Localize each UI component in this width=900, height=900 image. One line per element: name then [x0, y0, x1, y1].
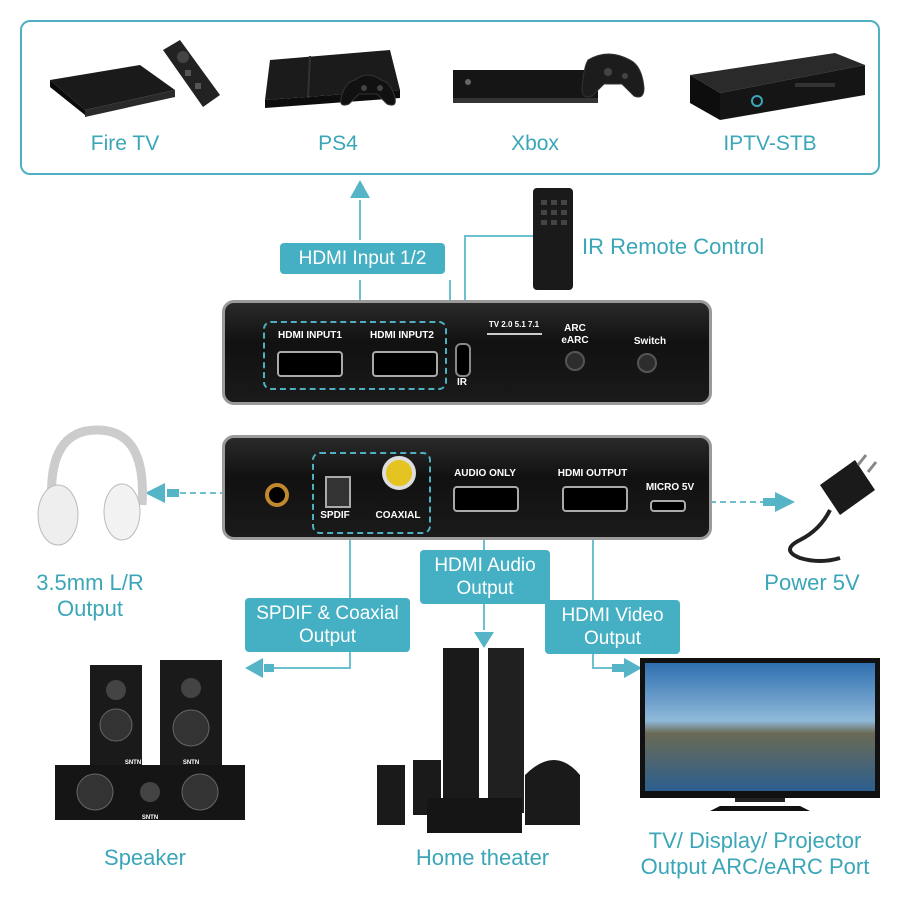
- tag-spdif-coaxial: SPDIF & Coaxial Output: [245, 598, 410, 652]
- caption-speaker: Speaker: [104, 845, 186, 870]
- speaker-brand-center: SNTN: [141, 815, 159, 821]
- hdmi-output-port[interactable]: [562, 486, 628, 512]
- label-hdmi-input2: HDMI INPUT2: [370, 330, 434, 341]
- front-panel: HDMI INPUT1 HDMI INPUT2 IR TV 2.0 5.1 7.…: [222, 300, 712, 405]
- source-label-iptv-stb: IPTV-STB: [723, 132, 817, 155]
- label-arc-earc: ARC eARC: [561, 323, 589, 346]
- audio-only-port[interactable]: [453, 486, 519, 512]
- caption-power: Power 5V: [764, 570, 860, 595]
- ps4-console-icon: [265, 50, 400, 108]
- ir-remote-icon: [533, 188, 573, 290]
- spdif-port[interactable]: [325, 476, 351, 508]
- back-panel: SPDIF COAXIAL AUDIO ONLY HDMI OUTPUT MIC…: [222, 435, 712, 540]
- set-top-box-icon: [690, 53, 865, 120]
- spdif-coax-group: [312, 452, 431, 534]
- label-micro-5v: MICRO 5V: [645, 482, 695, 493]
- switch-button[interactable]: [637, 353, 657, 373]
- tv-mode-dip-switch[interactable]: [487, 333, 542, 353]
- tag-hdmi-video: HDMI Video Output: [545, 600, 680, 654]
- tag-hdmi-input: HDMI Input 1/2: [280, 243, 445, 274]
- source-label-fire-tv: Fire TV: [90, 132, 160, 155]
- label-hdmi-output: HDMI OUTPUT: [557, 468, 628, 479]
- label-switch: Switch: [633, 336, 667, 347]
- power-adapter-icon: [788, 454, 878, 563]
- label-tv-mode: TV 2.0 5.1 7.1: [488, 320, 540, 329]
- tag-hdmi-audio: HDMI Audio Output: [420, 550, 550, 604]
- headphones-icon: [37, 425, 147, 546]
- hdmi-input2-port[interactable]: [372, 351, 438, 377]
- label-hdmi-input1: HDMI INPUT1: [278, 330, 342, 341]
- ir-port[interactable]: [455, 343, 471, 377]
- source-label-xbox: Xbox: [511, 132, 559, 155]
- source-label-ps4: PS4: [318, 132, 358, 155]
- caption-tv: TV/ Display/ Projector Output ARC/eARC P…: [640, 828, 870, 879]
- arc-button[interactable]: [565, 351, 585, 371]
- caption-headphone: 3.5mm L/R Output: [36, 570, 144, 621]
- micro-usb-port[interactable]: [650, 500, 686, 512]
- label-ir: IR: [457, 377, 467, 388]
- source-devices-frame: [20, 20, 880, 175]
- tv-display-icon: [640, 658, 880, 811]
- speaker-set-icon: [55, 660, 245, 820]
- fire-tv-icon: [50, 40, 220, 117]
- speaker-brand-left: SNTN: [124, 760, 142, 766]
- caption-home-theater: Home theater: [415, 845, 550, 870]
- coaxial-port[interactable]: [382, 456, 416, 490]
- headphone-jack[interactable]: [265, 483, 289, 507]
- home-theater-icon: [377, 648, 580, 833]
- hdmi-input-group: [263, 321, 447, 390]
- hdmi-input1-port[interactable]: [277, 351, 343, 377]
- speaker-brand-right: SNTN: [182, 760, 200, 766]
- label-spdif: SPDIF: [320, 510, 350, 521]
- label-coaxial: COAXIAL: [375, 510, 421, 521]
- label-audio-only: AUDIO ONLY: [454, 468, 516, 479]
- xbox-console-icon: [453, 53, 645, 103]
- caption-ir-remote: IR Remote Control: [582, 234, 765, 259]
